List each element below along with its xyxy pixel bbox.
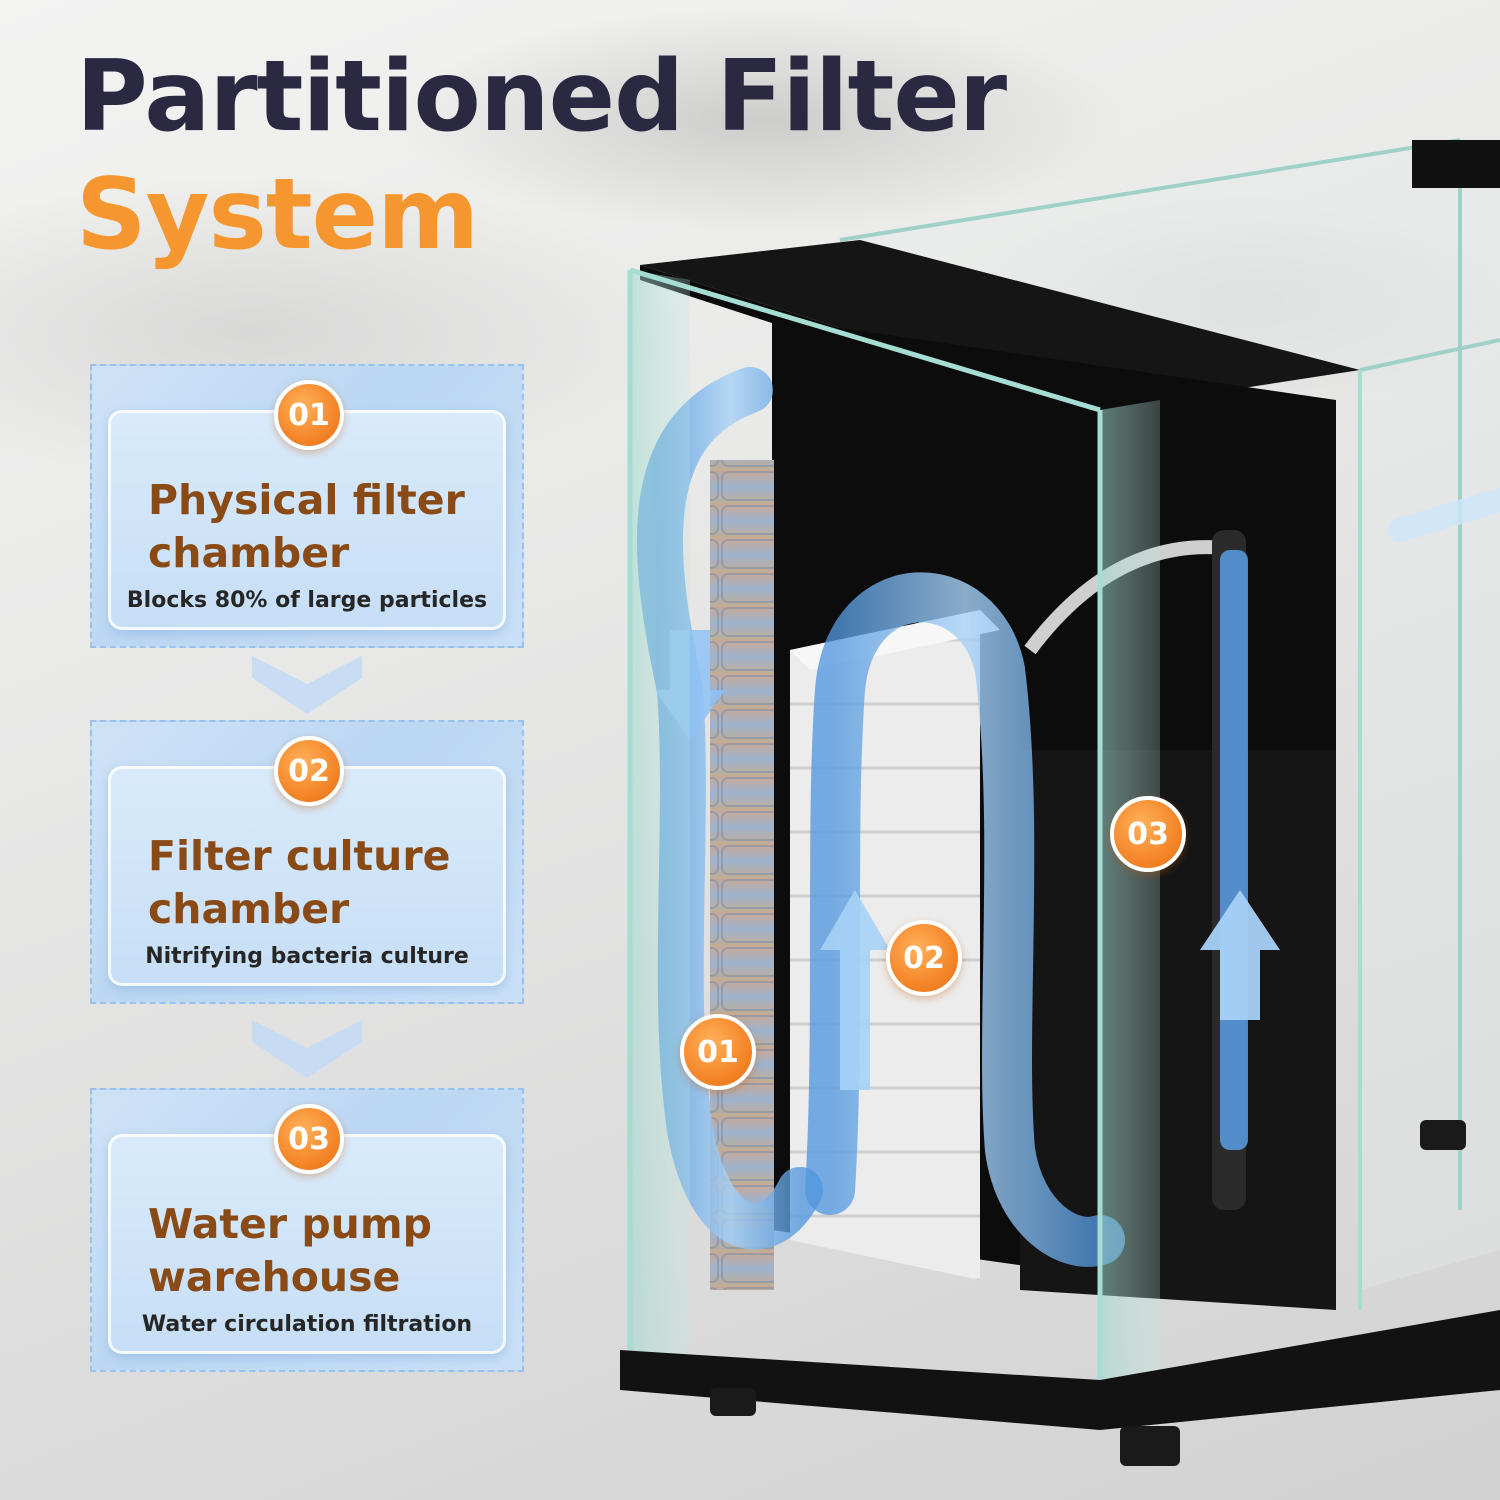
step-title: Filter culture chamber	[148, 832, 451, 933]
chevron-down-icon	[252, 656, 362, 714]
callout-badge-03: 03	[1110, 796, 1186, 872]
title-line-2: System	[76, 158, 479, 272]
step-number-badge: 02	[274, 736, 344, 806]
title-line-1: Partitioned Filter	[76, 40, 1007, 154]
callout-badge-02: 02	[886, 920, 962, 996]
step-subtitle: Nitrifying bacteria culture	[145, 944, 469, 969]
step-card-physical-filter: 01 Physical filter chamber Blocks 80% of…	[90, 364, 524, 648]
aquarium-filter-illustration: 01 02 03	[600, 130, 1500, 1500]
step-number-badge: 01	[274, 380, 344, 450]
step-title: Water pump warehouse	[148, 1200, 432, 1301]
page-title: Partitioned Filter System	[76, 38, 1007, 274]
step-subtitle: Blocks 80% of large particles	[126, 588, 488, 613]
step-card-water-pump: 03 Water pump warehouse Water circulatio…	[90, 1088, 524, 1372]
step-card-filter-culture: 02 Filter culture chamber Nitrifying bac…	[90, 720, 524, 1004]
aquarium-cutaway	[620, 138, 1500, 1466]
step-subtitle: Water circulation filtration	[141, 1312, 473, 1337]
callout-badge-01: 01	[680, 1014, 756, 1090]
step-title: Physical filter chamber	[148, 476, 465, 577]
step-number-badge: 03	[274, 1104, 344, 1174]
chevron-down-icon	[252, 1020, 362, 1078]
